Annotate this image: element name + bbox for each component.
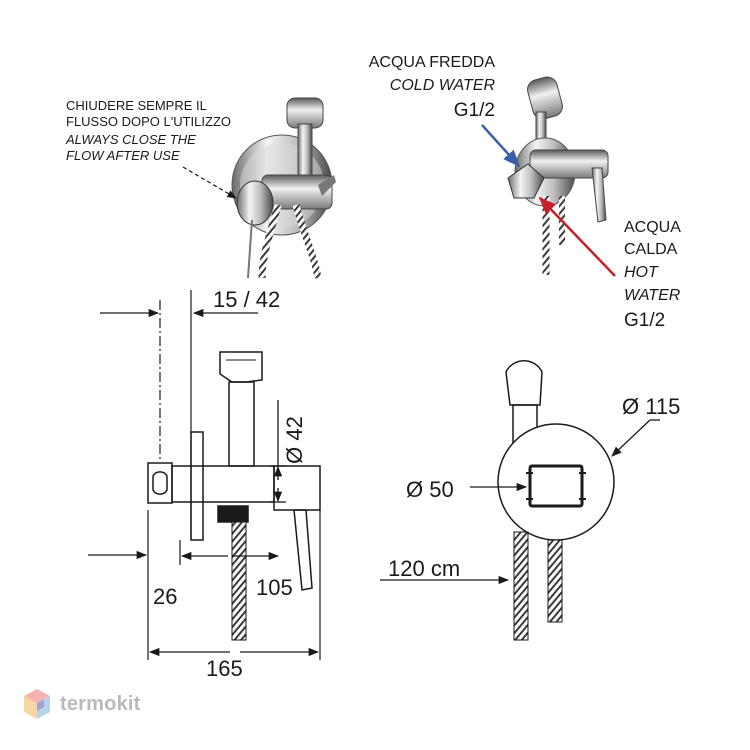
cold-thread: G1/2	[454, 100, 495, 121]
front-view-dimensions	[380, 419, 660, 585]
cold-en: COLD WATER	[390, 77, 496, 94]
dim-120cm: 120 cm	[388, 556, 460, 581]
side-view-dimensions	[88, 308, 321, 660]
dim-165: 165	[206, 656, 243, 681]
hot-en-line1: HOT	[624, 264, 659, 281]
brand-logo: termokit	[22, 684, 141, 724]
side-view-drawing	[147, 290, 321, 641]
side-view-dimension-labels: 15 / 42 Ø 42 26 105 165	[153, 287, 307, 681]
note-it-line1: CHIUDERE SEMPRE IL	[66, 98, 207, 113]
cold-it: ACQUA FREDDA	[369, 54, 496, 71]
note-it-line2: FLUSSO DOPO L'UTILIZZO	[66, 114, 231, 129]
close-flow-note: CHIUDERE SEMPRE IL FLUSSO DOPO L'UTILIZZ…	[65, 98, 231, 163]
front-view-dimension-labels: Ø 115 Ø 50 120 cm	[388, 394, 680, 581]
dim-diameter-42: Ø 42	[282, 416, 307, 464]
hot-it-line1: ACQUA	[624, 219, 681, 236]
hot-it-line2: CALDA	[624, 241, 678, 258]
product-photo-right	[481, 76, 616, 277]
front-view-drawing	[497, 360, 615, 641]
hot-water-arrow	[538, 196, 616, 277]
note-en-line1: ALWAYS CLOSE THE	[65, 132, 196, 147]
dim-diameter-50: Ø 50	[406, 477, 454, 502]
cube-logo-icon	[24, 689, 50, 719]
product-photo-left	[182, 97, 336, 279]
brand-name: termokit	[60, 692, 141, 715]
dim-26: 26	[153, 584, 177, 609]
hot-water-label: ACQUA CALDA HOT WATER G1/2	[624, 219, 681, 331]
dim-diameter-115: Ø 115	[622, 394, 680, 419]
hot-thread: G1/2	[624, 310, 665, 331]
note-en-line2: FLOW AFTER USE	[66, 148, 180, 163]
dim-15-42: 15 / 42	[213, 287, 280, 312]
hot-en-line2: WATER	[624, 287, 681, 304]
dim-105: 105	[256, 575, 293, 600]
cold-water-label: ACQUA FREDDA COLD WATER G1/2	[369, 54, 496, 121]
cold-water-arrow	[481, 124, 521, 168]
